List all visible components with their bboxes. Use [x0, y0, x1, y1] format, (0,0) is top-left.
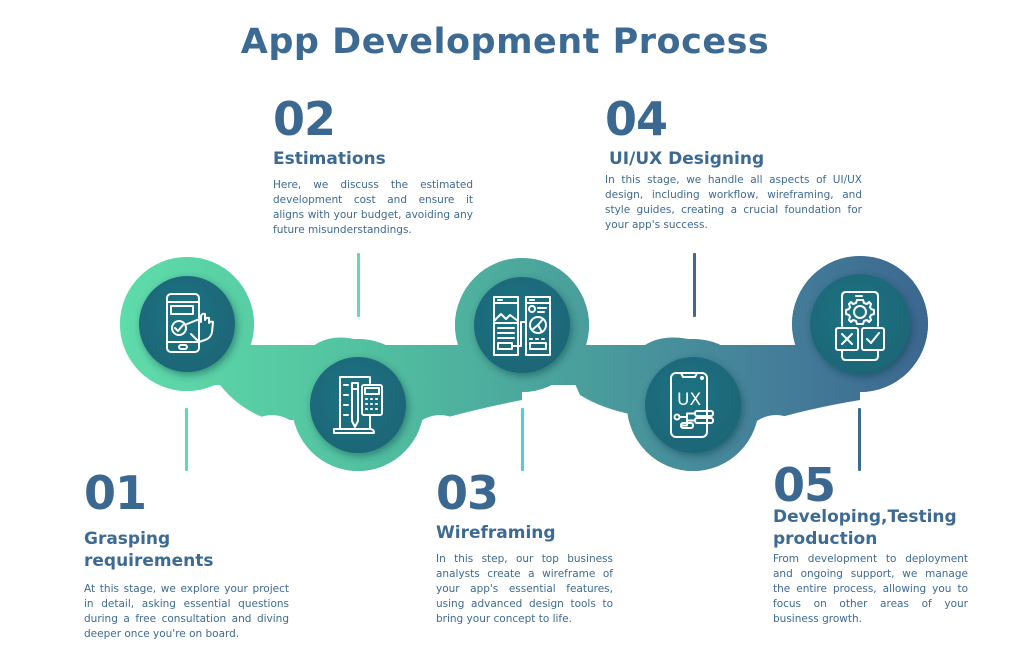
step-description: From development to deployment and ongoi… — [773, 553, 968, 625]
step-03: 03 Wireframing In this step, our top bus… — [436, 470, 613, 627]
connector-line-03 — [521, 408, 524, 471]
step-heading: Wireframing — [436, 523, 556, 543]
phone-ux-flow-icon: UX — [645, 357, 741, 453]
step-number: 05 — [773, 458, 836, 512]
connector-line-04 — [693, 253, 696, 317]
document-pen-calculator-icon — [310, 357, 406, 453]
svg-text:UX: UX — [677, 390, 701, 410]
step-01: 01 Grasping requirements At this stage, … — [84, 470, 289, 642]
phone-touch-check-icon — [139, 276, 235, 372]
phone-gear-test-icon — [812, 276, 908, 372]
step-description: In this step, our top business analysts … — [436, 553, 613, 625]
step-04: 04 UI/UX Designing In this stage, we han… — [605, 96, 862, 233]
step-number: 03 — [436, 466, 499, 520]
step-number: 01 — [84, 466, 147, 520]
step-heading: Grasping requirements — [84, 529, 214, 571]
step-number: 04 — [605, 92, 668, 146]
step-heading: UI/UX Designing — [609, 149, 765, 169]
step-heading: Developing,Testing production — [773, 507, 957, 549]
connector-line-05 — [858, 408, 861, 471]
step-description: In this stage, we handle all aspects of … — [605, 174, 862, 231]
step-heading: Estimations — [273, 149, 386, 169]
wireframe-screens-icon — [474, 277, 570, 373]
step-05: 05 Developing,Testing production From de… — [773, 462, 968, 627]
step-description: At this stage, we explore your project i… — [84, 583, 289, 640]
connector-line-01 — [185, 408, 188, 471]
step-number: 02 — [273, 92, 336, 146]
connector-line-02 — [357, 253, 360, 317]
step-description: Here, we discuss the estimated developme… — [273, 179, 473, 236]
page-title: App Development Process — [240, 22, 770, 62]
step-02: 02 Estimations Here, we discuss the esti… — [273, 96, 473, 238]
